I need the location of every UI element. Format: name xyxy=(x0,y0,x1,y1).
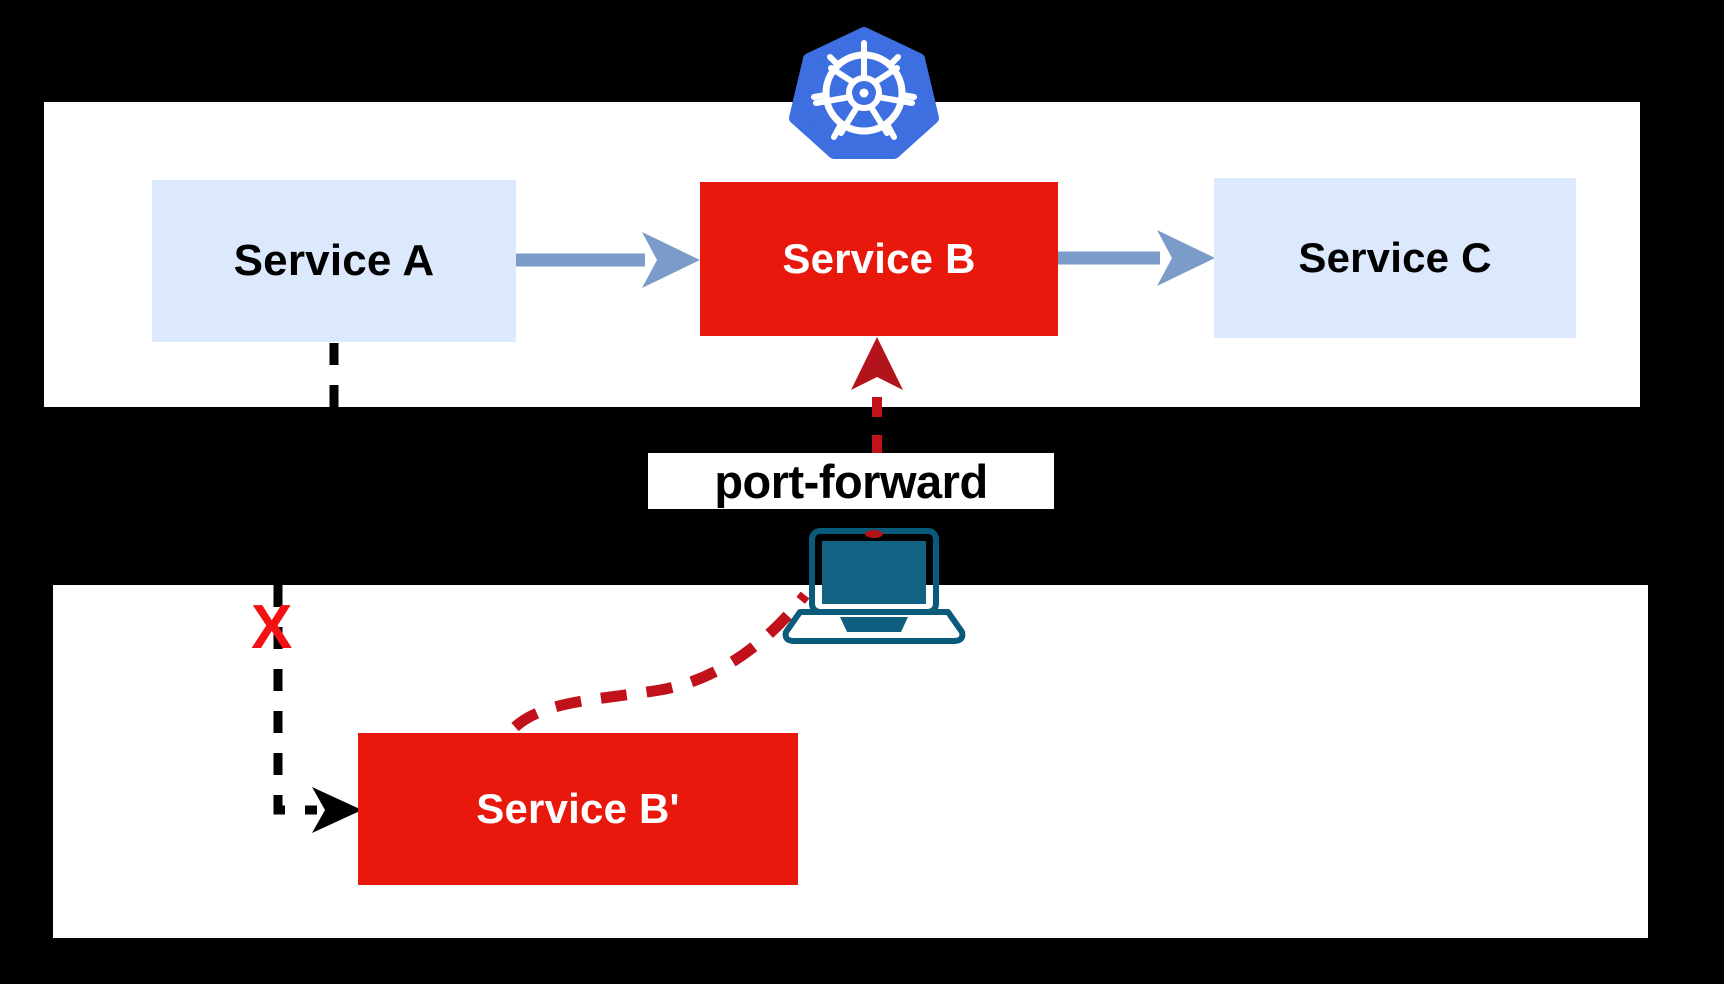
service-b-label: Service B xyxy=(782,235,976,282)
service-box-b-prime[interactable]: Service B' xyxy=(358,733,798,885)
port-forward-label: port-forward xyxy=(648,453,1054,509)
blocked-x-text: X xyxy=(251,593,293,662)
service-b-prime-label: Service B' xyxy=(476,785,680,832)
service-box-a[interactable]: Service A xyxy=(152,180,516,342)
port-forward-text: port-forward xyxy=(714,454,988,508)
service-c-label: Service C xyxy=(1298,234,1492,281)
service-box-b[interactable]: Service B xyxy=(700,182,1058,336)
blocked-x-marker: X xyxy=(251,597,292,659)
service-box-c[interactable]: Service C xyxy=(1214,178,1576,338)
service-a-label: Service A xyxy=(233,236,435,285)
